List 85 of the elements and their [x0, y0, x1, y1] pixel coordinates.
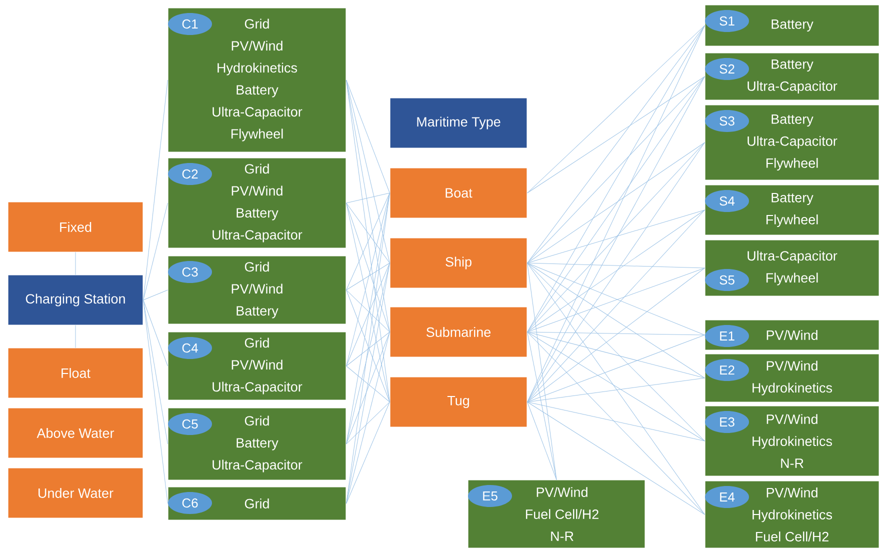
process-box: Maritime Type: [390, 98, 528, 148]
label-badge: E3: [705, 411, 749, 433]
connector-line: [527, 262, 705, 268]
connector-line: [527, 402, 557, 480]
process-box: Tug: [390, 376, 528, 428]
connector-line: [527, 262, 705, 442]
connector-line: [346, 192, 390, 290]
connector-line: [346, 402, 390, 444]
connector-line: [143, 80, 168, 300]
label-badge: E4: [705, 486, 749, 508]
process-box: Ship: [390, 238, 528, 288]
connector-line: [527, 142, 705, 402]
process-box: Submarine: [390, 306, 528, 358]
connector-line: [527, 332, 705, 515]
connector-line: [527, 402, 705, 515]
process-box: Above Water: [8, 408, 144, 458]
connector-line: [527, 332, 705, 442]
label-badge: S5: [705, 269, 749, 291]
connector-line: [527, 210, 705, 264]
label-badge: C3: [168, 261, 212, 283]
connector-line: [346, 80, 390, 332]
process-box: Float: [8, 348, 144, 398]
connector-line: [143, 290, 168, 300]
label-badge: C1: [168, 13, 212, 35]
connector-line: [346, 366, 390, 402]
connector-line: [346, 192, 390, 204]
connector-line: [527, 76, 705, 332]
connector-line: [527, 332, 705, 336]
connector-line: [527, 262, 705, 378]
connector-line: [346, 262, 390, 444]
connector-line: [143, 202, 168, 300]
connector-line: [346, 332, 390, 504]
connector-line: [527, 76, 705, 264]
connector-line: [346, 290, 390, 332]
connector-line: [527, 25, 705, 332]
connector-line: [527, 142, 705, 264]
process-box: Under Water: [8, 468, 144, 518]
connector-line: [527, 268, 705, 402]
connector-line: [527, 210, 705, 402]
connector-line: [143, 300, 168, 366]
connector-line: [346, 332, 390, 366]
label-badge: C6: [168, 492, 212, 514]
connector-line: [527, 25, 705, 264]
label-badge: E1: [705, 325, 749, 347]
label-badge: C5: [168, 413, 212, 435]
process-box: Charging Station: [8, 274, 144, 326]
connector-line: [143, 300, 168, 504]
connector-line: [75, 325, 76, 348]
label-badge: E5: [468, 485, 512, 507]
label-badge: E2: [705, 359, 749, 381]
connector-line: [346, 202, 390, 332]
connector-line: [346, 262, 390, 290]
connector-line: [346, 262, 390, 504]
connector-line: [346, 290, 390, 402]
connector-line: [527, 262, 557, 480]
process-box: Boat: [390, 168, 528, 218]
connector-line: [527, 332, 557, 480]
connector-line: [346, 192, 390, 366]
connector-line: [527, 334, 705, 402]
connector-line: [527, 332, 705, 378]
connector-line: [346, 80, 390, 402]
label-badge: C4: [168, 337, 212, 359]
connector-line: [346, 192, 390, 444]
connector-line: [346, 80, 390, 264]
connector-line: [346, 80, 390, 194]
label-badge: S2: [705, 58, 749, 80]
connector-line: [75, 252, 76, 275]
label-badge: S4: [705, 190, 749, 212]
connector-line: [527, 76, 705, 194]
connector-line: [527, 142, 705, 332]
label-badge: C2: [168, 163, 212, 185]
connector-line: [346, 402, 390, 504]
connector-line: [527, 402, 705, 442]
connector-line: [346, 202, 390, 402]
connector-line: [527, 378, 705, 402]
connector-line: [527, 262, 705, 515]
connector-line: [527, 25, 705, 194]
connector-line: [346, 262, 390, 366]
connector-line: [346, 202, 390, 264]
label-badge: S1: [705, 10, 749, 32]
connector-line: [527, 210, 705, 332]
connector-line: [346, 332, 390, 444]
connector-line: [346, 192, 390, 504]
label-badge: S3: [705, 110, 749, 132]
process-box: Fixed: [8, 202, 144, 252]
